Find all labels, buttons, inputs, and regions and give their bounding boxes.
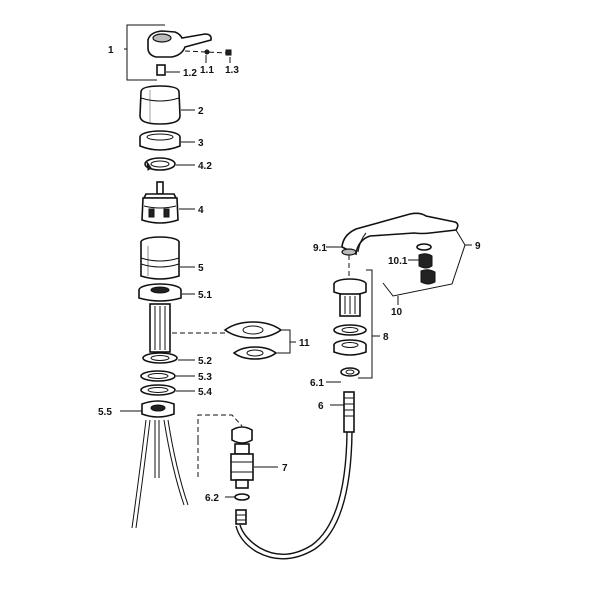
- label-1: 1: [108, 45, 114, 56]
- label-8: 8: [383, 332, 389, 343]
- ring-nut: [139, 130, 181, 151]
- label-9: 9: [475, 241, 481, 252]
- hose-connector: [343, 391, 355, 433]
- label-4-2: 4.2: [198, 161, 212, 172]
- label-7: 7: [282, 463, 288, 474]
- label-9-1: 9.1: [313, 243, 327, 254]
- fixing-nut: [141, 400, 175, 418]
- label-5-2: 5.2: [198, 356, 212, 367]
- grub-screw: [156, 64, 166, 76]
- valve-body: [140, 236, 180, 280]
- label-6-2: 6.2: [205, 493, 219, 504]
- label-1-3: 1.3: [225, 65, 239, 76]
- supply-tubes: [131, 419, 189, 529]
- label-5-3: 5.3: [198, 372, 212, 383]
- lever-handle: [147, 30, 212, 58]
- seal-ring: [234, 493, 250, 501]
- label-2: 2: [198, 106, 204, 117]
- washer: [140, 370, 176, 382]
- mounting-gasket-bottom: [232, 346, 278, 360]
- base-flange: [138, 283, 182, 302]
- shower-spout: [341, 212, 459, 256]
- label-3: 3: [198, 138, 204, 149]
- flexible-hose: [235, 431, 353, 560]
- lock-washer: [140, 384, 176, 396]
- spout-washer-upper: [333, 324, 367, 336]
- aerator-parts: [416, 243, 436, 285]
- spout-nut: [340, 367, 360, 377]
- label-4: 4: [198, 205, 204, 216]
- check-valve: [230, 426, 254, 489]
- label-5-1: 5.1: [198, 290, 212, 301]
- label-5-5: 5.5: [98, 407, 112, 418]
- label-5-4: 5.4: [198, 387, 212, 398]
- label-11: 11: [299, 338, 310, 349]
- hose-fitting: [235, 509, 247, 525]
- mounting-gasket-top: [223, 321, 283, 339]
- spout-washer-lower: [333, 339, 367, 356]
- lever-screw: [184, 49, 232, 56]
- gasket: [142, 352, 178, 364]
- cartridge: [141, 181, 179, 224]
- label-6: 6: [318, 401, 324, 412]
- label-5: 5: [198, 263, 204, 274]
- label-6-1: 6.1: [310, 378, 324, 389]
- cover-cap: [139, 85, 181, 125]
- label-1-1: 1.1: [200, 65, 214, 76]
- label-10-1: 10.1: [388, 256, 408, 267]
- threaded-shank: [149, 303, 171, 353]
- spring-clip: [144, 157, 176, 171]
- label-10: 10: [391, 307, 403, 318]
- spout-shank: [333, 278, 367, 317]
- label-1-2: 1.2: [183, 68, 197, 79]
